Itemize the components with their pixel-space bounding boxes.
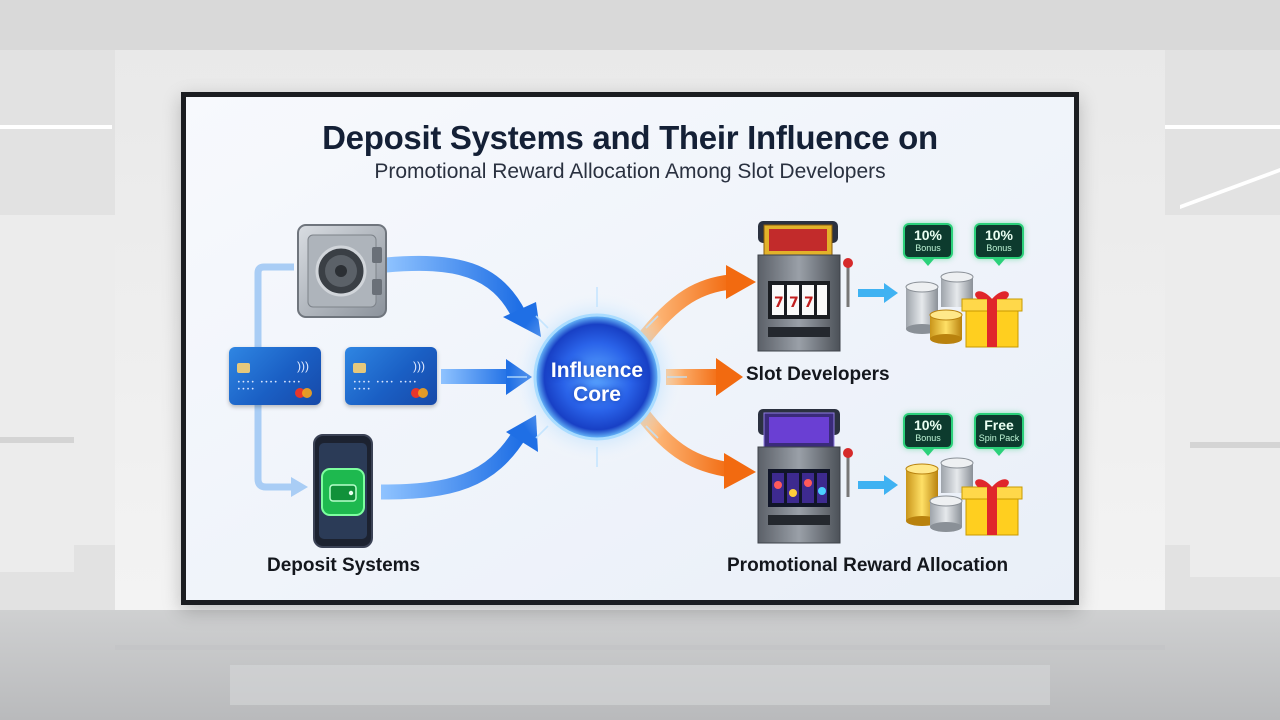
diagram-graphics: 7 7 7 [186,97,1074,600]
diagram-canvas: 7 7 7 [186,97,1074,600]
slot-machine-icon: 7 7 7 [757,221,853,352]
card-logo-orange [302,388,312,398]
card-logo-red [295,388,305,398]
badge-caption: Bonus [915,243,941,253]
gift-box-icon [961,479,1023,536]
smartphone-wallet-icon [313,434,373,548]
coin-stack-icon [905,457,974,532]
diagram-title: Deposit Systems and Their Influence on [322,119,938,156]
badge-value: 10% [913,227,943,243]
coin-stack-icon [905,271,974,344]
credit-card-icon: ))) •••• •••• •••• •••• [229,347,321,405]
badge-pointer [922,449,934,456]
svg-text:7: 7 [789,295,799,311]
badge-value: 10% [913,417,943,433]
safe-icon [297,224,387,318]
reward-arrow-top [858,283,898,303]
card-digits: •••• •••• •••• •••• [237,379,302,393]
bonus-badge: 10% Bonus [903,413,953,449]
reward-arrow-bottom [858,475,898,495]
badge-value: Free [984,417,1014,433]
influence-core [507,287,687,467]
bonus-badge: 10% Bonus [903,223,953,259]
slot-machine-icon [757,409,853,544]
gift-box-icon [961,291,1023,348]
card-logo-orange [418,388,428,398]
credit-card-icon: ))) •••• •••• •••• •••• [345,347,437,405]
badge-pointer [993,449,1005,456]
badge-pointer [922,259,934,266]
card-chip [353,363,366,373]
core-label-line1: Influence [550,359,644,382]
badge-caption: Bonus [915,433,941,443]
diagram-subtitle: Promotional Reward Allocation Among Slot… [374,160,886,183]
free-spin-badge: Free Spin Pack [974,413,1024,449]
badge-caption: Bonus [986,243,1012,253]
promotional-reward-allocation-label: Promotional Reward Allocation [727,555,1009,576]
card-chip [237,363,250,373]
core-label-line2: Core [573,383,621,406]
slot-developers-label: Slot Developers [746,364,890,385]
svg-text:7: 7 [804,295,814,311]
contactless-icon: ))) [413,359,425,373]
bonus-badge: 10% Bonus [974,223,1024,259]
display-screen: 7 7 7 [181,92,1079,605]
svg-text:7: 7 [774,295,784,311]
contactless-icon: ))) [297,359,309,373]
card-digits: •••• •••• •••• •••• [353,379,418,393]
badge-pointer [993,259,1005,266]
badge-caption: Spin Pack [978,433,1020,443]
badge-value: 10% [984,227,1014,243]
influence-core-label: Influence Core [527,359,667,407]
card-logo-red [411,388,421,398]
deposit-systems-label: Deposit Systems [267,555,421,576]
